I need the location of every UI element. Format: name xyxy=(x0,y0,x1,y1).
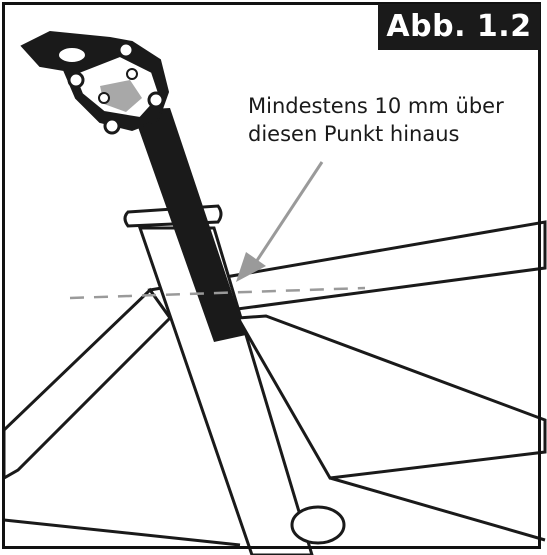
bottom-bracket xyxy=(290,505,346,545)
callout-text: Mindestens 10 mm über diesen Punkt hinau… xyxy=(248,92,528,148)
seat-clamp-head xyxy=(20,30,170,135)
callout-arrow xyxy=(236,161,324,282)
callout-line-2: diesen Punkt hinaus xyxy=(248,122,460,146)
bolt-5 xyxy=(147,91,165,109)
insertion-guide-line xyxy=(69,286,366,300)
bolt-3 xyxy=(126,68,138,80)
seat-post xyxy=(132,108,246,342)
bolt-1 xyxy=(117,41,135,59)
seat-stay xyxy=(235,314,547,480)
callout-line-1: Mindestens 10 mm über xyxy=(248,94,504,118)
bolt-6 xyxy=(103,117,121,135)
figure-label: Abb. 1.2 xyxy=(378,4,540,50)
figure-frame xyxy=(2,2,541,549)
down-tube xyxy=(2,287,172,481)
bolt-4 xyxy=(98,92,110,104)
bolt-2 xyxy=(67,71,85,89)
chain-stay xyxy=(3,476,546,547)
